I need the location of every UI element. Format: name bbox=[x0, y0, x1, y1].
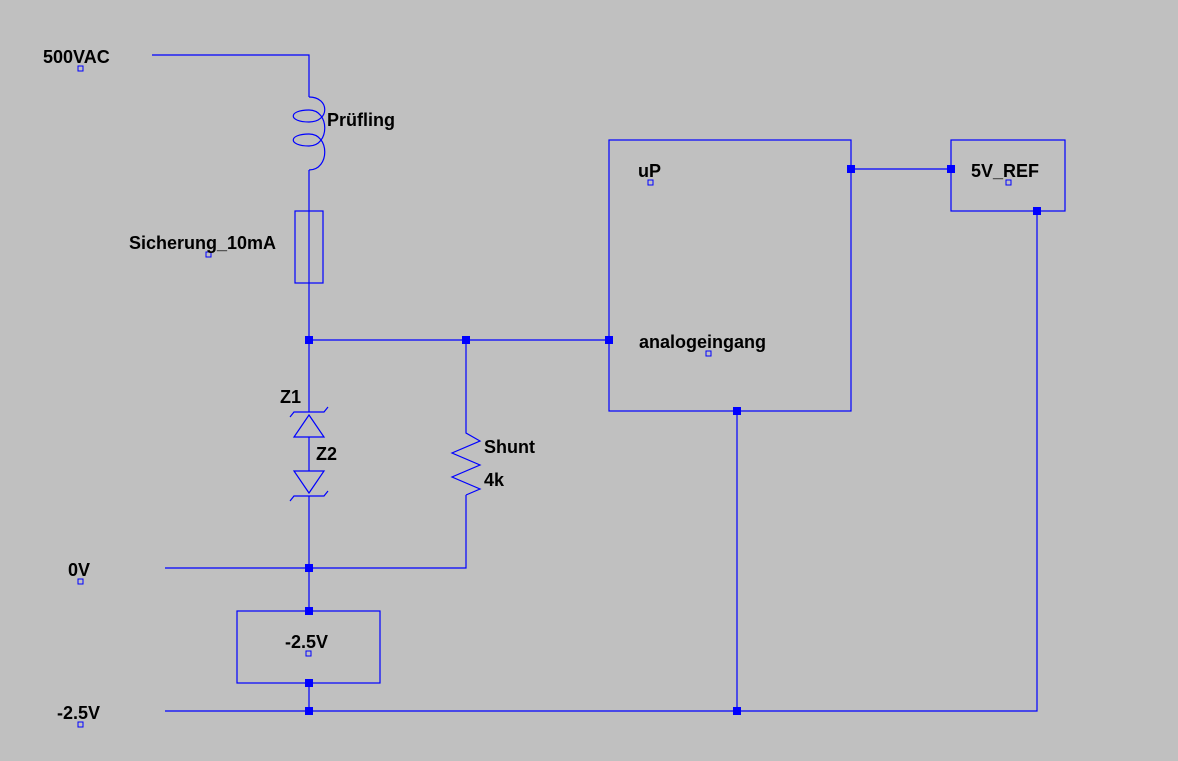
pin-analog-input bbox=[605, 336, 613, 344]
shunt-name-label: Shunt bbox=[484, 437, 535, 457]
label-anchors bbox=[77, 65, 1012, 728]
inductor-coil bbox=[292, 96, 326, 171]
junction-0v bbox=[305, 564, 313, 572]
junction-shunt-top bbox=[462, 336, 470, 344]
anchor-up bbox=[647, 179, 654, 186]
junction-node-main bbox=[305, 336, 313, 344]
microcontroller-block bbox=[608, 139, 852, 412]
microcontroller-label: uP bbox=[638, 161, 661, 181]
anchor-analog-input bbox=[705, 350, 712, 357]
anchor-minus-2-5v bbox=[77, 721, 84, 728]
wire-500vac bbox=[152, 54, 310, 97]
pin-up-ref-out bbox=[847, 165, 855, 173]
zener1-label: Z1 bbox=[280, 387, 301, 407]
pin-ref-in bbox=[947, 165, 955, 173]
supply-block-label: -2.5V bbox=[285, 632, 328, 652]
shunt-value-label: 4k bbox=[484, 470, 505, 490]
pin-up-gnd bbox=[733, 407, 741, 415]
net-label-minus-2-5v: -2.5V bbox=[57, 703, 100, 723]
net-label-0v: 0V bbox=[68, 560, 90, 580]
zener-z2 bbox=[289, 470, 329, 502]
wires bbox=[152, 54, 1038, 712]
junction-minus-2-5v-left bbox=[305, 707, 313, 715]
pin-supply-top bbox=[305, 607, 313, 615]
wire-shunt-bottom bbox=[309, 495, 467, 569]
pin-supply-bottom bbox=[305, 679, 313, 687]
junctions bbox=[305, 165, 1041, 715]
pin-ref-gnd bbox=[1033, 207, 1041, 215]
dut-label: Prüfling bbox=[327, 110, 395, 130]
reference-label: 5V_REF bbox=[971, 161, 1039, 181]
analog-input-label: analogeingang bbox=[639, 332, 766, 352]
wire-minus-2-5v-net bbox=[165, 211, 1038, 712]
zener2-label: Z2 bbox=[316, 444, 337, 464]
zener-z1 bbox=[289, 406, 329, 438]
shunt-resistor bbox=[450, 430, 482, 496]
dut-inductor bbox=[292, 96, 326, 171]
junction-minus-2-5v-up bbox=[733, 707, 741, 715]
anchor-500vac bbox=[77, 65, 84, 72]
anchor-supply bbox=[305, 650, 312, 657]
net-label-500vac: 500VAC bbox=[43, 47, 110, 67]
anchor-ref bbox=[1005, 179, 1012, 186]
anchor-0v bbox=[77, 578, 84, 585]
reference-block bbox=[950, 139, 1066, 212]
fuse-label: Sicherung_10mA bbox=[129, 233, 276, 253]
anchor-fuse bbox=[205, 251, 212, 258]
